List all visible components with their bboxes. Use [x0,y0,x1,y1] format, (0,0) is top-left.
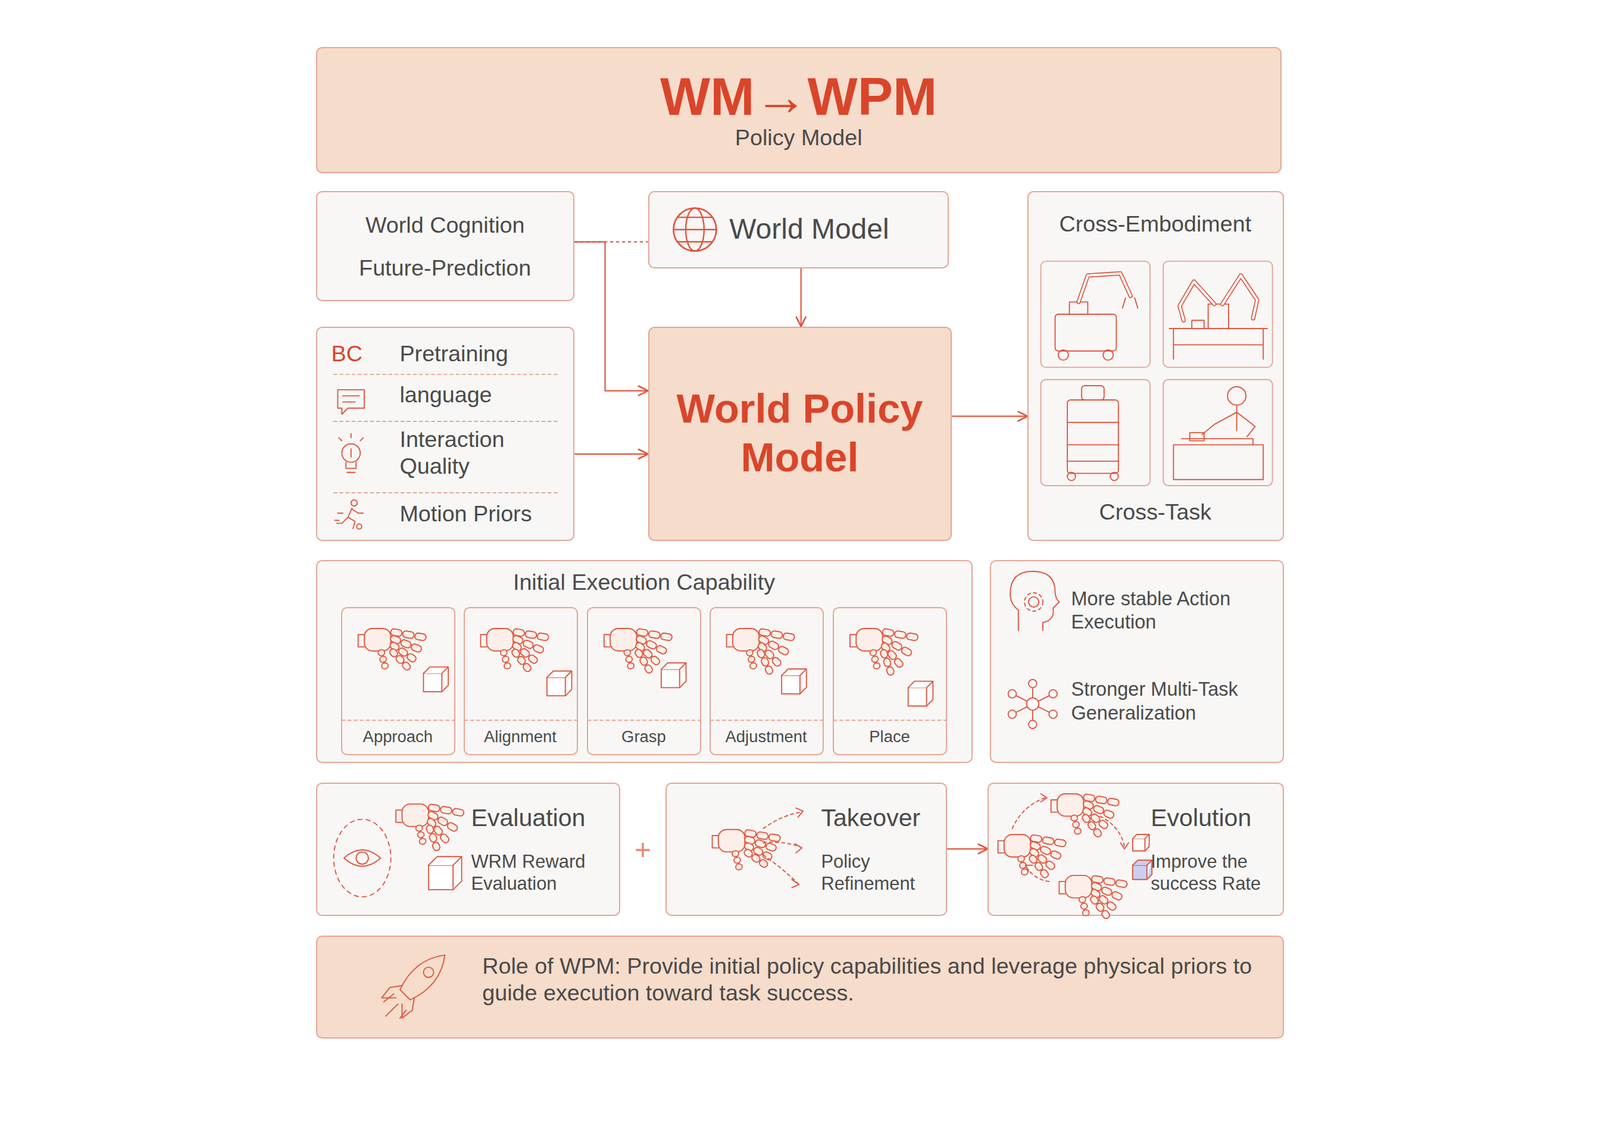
connector-arrow [951,415,1028,417]
benefit-icons [1008,571,1060,729]
benefit-box: More stable Action ExecutionStronger Mul… [989,560,1284,764]
list-item: Interaction Quality [399,426,568,481]
core-model-box: World Policy Model [648,326,953,542]
concept-text: World Cognition [324,211,567,239]
concept-box: World CognitionFuture-Prediction [316,191,575,302]
model-box: World Model [648,191,950,269]
hand-pictures [341,628,946,721]
stage-card: EvolutionImprove the success Rate [987,782,1284,917]
concept-text: Future-Prediction [324,254,567,282]
section-title: Cross-Embodiment [1032,210,1278,238]
stage-box: Approach [341,607,456,756]
section-title: Cross-Task [1032,498,1278,526]
stage-box: Alignment [463,607,578,756]
takeover-picture [712,808,804,889]
robot-pictures [1041,261,1273,486]
input-list-box: BC Pretraining languageInteraction Quality… [316,326,575,542]
stage-card: TakeoverPolicy Refinement [665,782,948,917]
list-icons [334,389,365,530]
panel-title: Initial Execution Capability [326,569,962,596]
globe-icon [673,208,717,252]
model-title: World Model [729,211,939,247]
card-text: Policy Refinement [820,850,942,895]
title-band: WM→WPMPolicy Model [316,47,1282,174]
benefit-text: More stable Action Execution [1070,587,1275,634]
stage-label: Place [832,727,948,748]
stage-box: Place [832,607,948,756]
card-title: Evolution [1150,803,1280,833]
list-item: language [399,381,568,409]
connector-arrow [574,241,648,243]
subheading: Policy Model [316,124,1282,152]
rocket-icon [381,955,445,1019]
tag-text: BC [331,340,388,368]
list-item: Motion Priors [399,500,568,528]
core-title: World Policy Model [657,384,942,483]
capability-panel: Approach Alignment Grasp Adjustment Place Ini… [316,560,973,764]
evaluation-picture [333,804,465,898]
connector-arrow [574,241,648,391]
plus-sign: + [632,835,653,865]
card-title: Takeover [820,803,942,833]
stage-box: Grasp [586,607,702,756]
card-text: Improve the success Rate [1150,850,1280,895]
connector-arrow [800,268,802,327]
main-heading: WM→WPM [316,64,1282,129]
separator-lines [333,374,558,493]
connector-arrow [947,848,989,850]
benefit-text: Stronger Multi-Task Generalization [1070,677,1275,725]
stage-label: Approach [340,727,455,748]
list-item: Pretraining [399,340,568,368]
stage-label: Alignment [463,727,578,748]
stage-box: Adjustment [709,607,824,756]
stage-label: Grasp [586,727,701,748]
card-text: WRM Reward Evaluation [470,850,614,895]
evolution-picture [998,793,1153,920]
stage-card: EvaluationWRM Reward Evaluation [316,782,621,917]
generalization-box: Cross-EmbodimentCross-Task [1027,191,1284,542]
role-band: Role of WPM: Provide initial policy capa… [316,935,1284,1039]
stage-label: Adjustment [708,727,824,748]
role-text: Role of WPM: Provide initial policy capa… [482,952,1268,1008]
connector-arrow [574,453,648,455]
card-title: Evaluation [470,803,614,833]
